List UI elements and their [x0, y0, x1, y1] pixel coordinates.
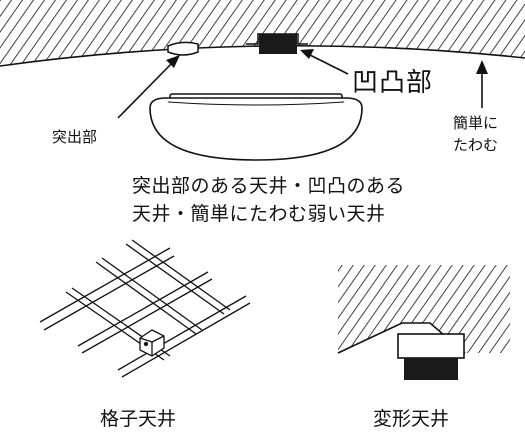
caption-line2: 天井・簡単にたわむ弱い天井	[132, 203, 386, 225]
uneven-block	[246, 33, 308, 54]
shaped-ceiling-label: 変形天井	[373, 408, 450, 430]
shaped-ceiling-illustration	[337, 265, 510, 380]
uneven-arrow	[300, 49, 349, 75]
uneven-label: 凹凸部	[352, 68, 434, 98]
ceiling-light-fixture	[149, 93, 363, 161]
grid-ceiling-label: 格子天井	[100, 408, 177, 430]
caption: 突出部のある天井・凹凸のある 天井・簡単にたわむ弱い天井	[132, 172, 405, 228]
protrusion-label: 突出部	[52, 128, 98, 146]
caption-line1: 突出部のある天井・凹凸のある	[132, 175, 406, 197]
sag-label-line2: たわむ	[453, 136, 499, 154]
protrusion-knob	[167, 41, 199, 56]
sag-label-line1: 簡単に	[453, 114, 499, 132]
grid-ceiling-illustration	[39, 239, 251, 378]
sag-label: 簡単に たわむ	[453, 112, 498, 156]
protrusion-arrow	[117, 55, 180, 119]
sag-arrow	[476, 60, 488, 108]
